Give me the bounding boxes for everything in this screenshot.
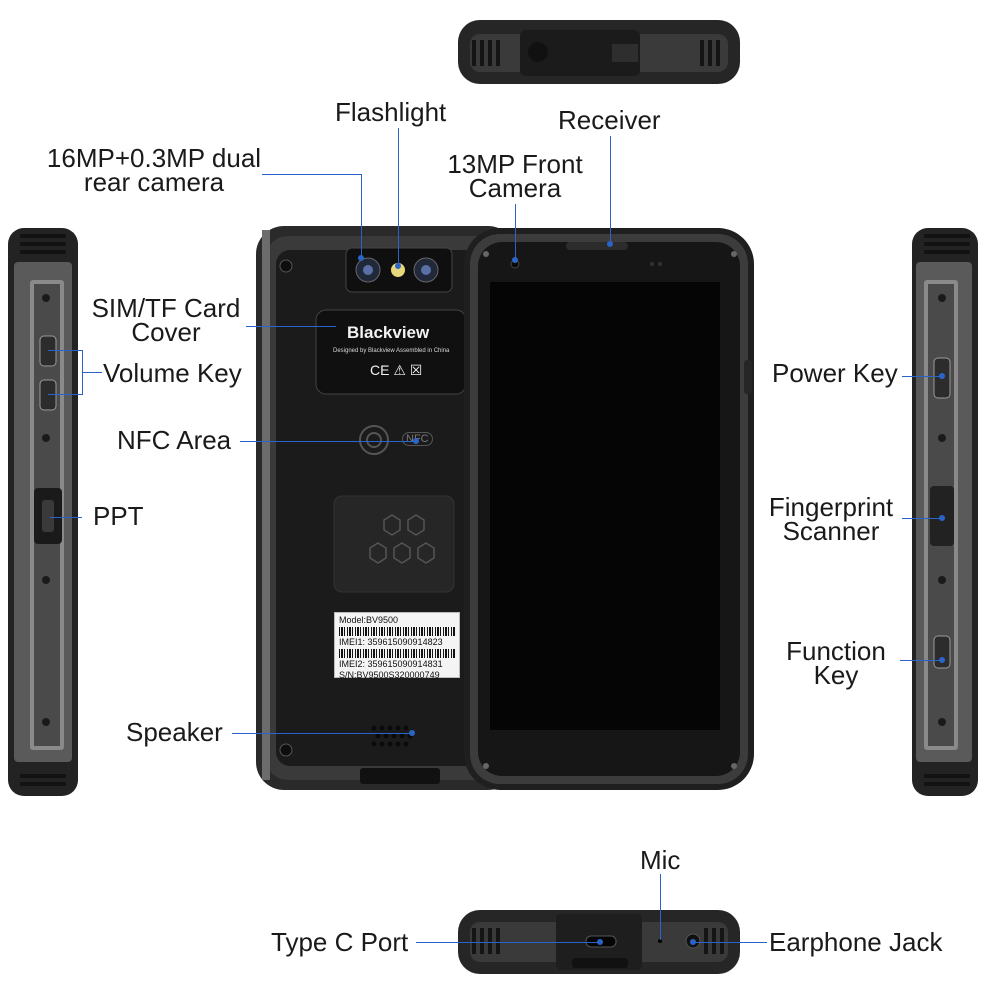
front-camera-leader [515, 204, 516, 260]
nfc-area-label: NFC Area [117, 425, 232, 455]
fingerprint-label: Fingerprint Scanner [760, 492, 902, 546]
receiver-marker [607, 241, 613, 247]
nfc-marker [413, 438, 419, 444]
sim-cover-label-line1: SIM/TF Card [91, 293, 241, 323]
function-key-label-line2: Key [813, 660, 859, 690]
mic-leader [660, 874, 661, 940]
volume-key-leader [48, 350, 82, 351]
flashlight-label: Flashlight [335, 97, 447, 127]
earphone-jack-marker [690, 939, 696, 945]
type-c-leader [416, 942, 600, 943]
barcode [339, 627, 455, 636]
certification-marks: CE ⚠ ☒ [370, 362, 423, 378]
type-c-port-label: Type C Port [271, 927, 409, 957]
front-camera-marker [512, 257, 518, 263]
function-key-leader [900, 660, 942, 661]
front-camera-label: 13MP Front Camera [440, 149, 590, 203]
volume-key-leader [48, 394, 82, 395]
sticker-sn: S/N:BV9500S320000749 [339, 670, 440, 680]
mic-label: Mic [640, 845, 681, 875]
sim-cover-leader [246, 326, 336, 327]
rear-camera-label: 16MP+0.3MP dual rear camera [36, 143, 272, 197]
front-camera-label-line2: Camera [468, 173, 562, 203]
type-c-marker [597, 939, 603, 945]
power-key-leader [902, 376, 942, 377]
fingerprint-label-line1: Fingerprint [768, 492, 894, 522]
earphone-jack-label: Earphone Jack [769, 927, 943, 957]
rear-camera-leader [262, 174, 362, 175]
rear-camera-leader [361, 174, 362, 258]
speaker-leader [232, 733, 412, 734]
rear-camera-label-line2: rear camera [83, 167, 225, 197]
fingerprint-leader [902, 518, 942, 519]
front-camera-label-line1: 13MP Front [447, 149, 583, 179]
power-key-marker [939, 373, 945, 379]
rear-camera-marker [358, 255, 364, 261]
ppt-label: PPT [93, 501, 144, 531]
earphone-jack-leader [693, 942, 767, 943]
power-key-label: Power Key [772, 358, 898, 388]
barcode [339, 649, 455, 658]
fingerprint-marker [939, 515, 945, 521]
fingerprint-label-line2: Scanner [782, 516, 880, 546]
brand-logo: Blackview [347, 323, 430, 342]
left-side-view [8, 228, 78, 796]
assembly-text: Designed by Blackview Assembled in China [333, 348, 450, 354]
function-key-label: Function Key [780, 636, 892, 690]
flashlight-marker [395, 263, 401, 269]
top-edge-view [458, 20, 740, 84]
sticker-imei2: IMEI2: 359615090914831 [339, 659, 443, 669]
speaker-marker [409, 730, 415, 736]
model-sticker: Model:BV9500 IMEI1: 359615090914823 IMEI… [334, 612, 460, 680]
phone-front [464, 228, 754, 790]
function-key-label-line1: Function [786, 636, 886, 666]
nfc-area-leader [240, 441, 416, 442]
receiver-leader [610, 136, 611, 244]
flashlight-leader [398, 128, 399, 266]
rear-camera-label-line1: 16MP+0.3MP dual [46, 143, 262, 173]
right-side-view [912, 228, 978, 796]
volume-key-label: Volume Key [103, 358, 242, 388]
speaker-label: Speaker [126, 717, 223, 747]
sticker-model: Model:BV9500 [339, 615, 399, 625]
volume-key-leader [82, 372, 102, 373]
sticker-imei1: IMEI1: 359615090914823 [339, 637, 443, 647]
function-key-marker [939, 657, 945, 663]
sim-cover-label: SIM/TF Card Cover [84, 293, 248, 347]
sim-cover-label-line2: Cover [131, 317, 201, 347]
receiver-label: Receiver [558, 105, 661, 135]
ppt-leader [50, 517, 82, 518]
